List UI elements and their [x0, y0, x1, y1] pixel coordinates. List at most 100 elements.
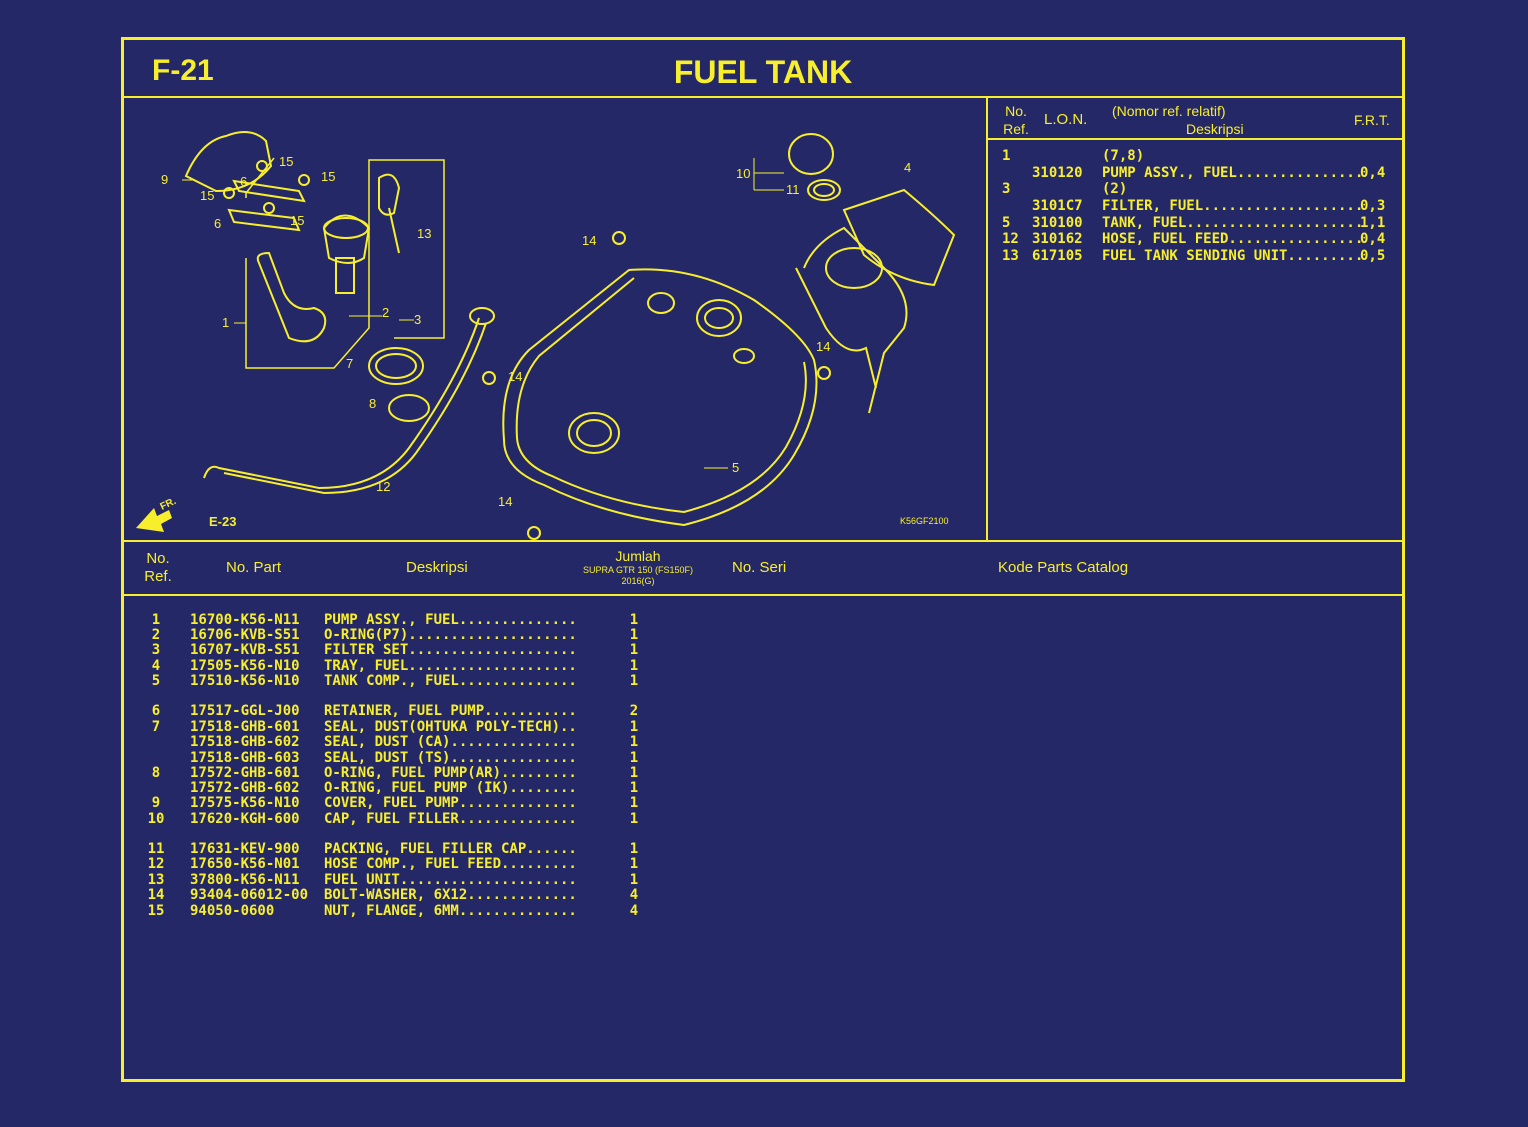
part-description: SEAL, DUST(OHTUKA POLY-TECH).. [324, 719, 577, 735]
part-number: 94050-0600 [190, 903, 275, 919]
part-description: TRAY, FUEL.................... [324, 658, 577, 674]
part-ref: 11 [147, 841, 165, 857]
part-quantity: 4 [629, 887, 639, 903]
part-number: 16707-KVB-S51 [190, 642, 300, 658]
frt-desc: FUEL TANK SENDING UNIT......... [1102, 248, 1364, 264]
frt-lon: 617105 [1032, 248, 1083, 264]
part-quantity: 1 [629, 765, 639, 781]
parts-header-catalog: Kode Parts Catalog [998, 559, 1129, 576]
part-number: 17575-K56-N10 [190, 795, 300, 811]
parts-header-qty-year: 2016(G) [621, 576, 655, 586]
reference-page-label: E-23 [209, 514, 236, 529]
frt-value: 0,4 [1360, 231, 1386, 247]
callout-7: 7 [346, 356, 353, 371]
diagram-divider [986, 96, 988, 540]
title-divider [124, 96, 1402, 98]
part-ref: 4 [151, 658, 161, 674]
callout-6a: 6 [240, 174, 247, 189]
callout-1: 1 [222, 315, 229, 330]
part-description: SEAL, DUST (CA)............... [324, 734, 577, 750]
frt-value: 0,4 [1360, 165, 1386, 181]
frt-desc: PUMP ASSY., FUEL............... [1102, 165, 1364, 181]
callout-15d: 15 [290, 213, 304, 228]
front-arrow-icon [136, 508, 172, 532]
part-ref: 8 [151, 765, 161, 781]
part-quantity: 1 [629, 872, 639, 888]
parts-header-serial: No. Seri [732, 559, 787, 576]
frt-desc: FILTER, FUEL................... [1102, 198, 1364, 214]
part-ref: 1 [151, 612, 161, 628]
parts-header-top-divider [124, 540, 1402, 542]
part-number: 17517-GGL-J00 [190, 703, 300, 719]
part-number: 17510-K56-N10 [190, 673, 300, 689]
part-quantity: 1 [629, 642, 639, 658]
callout-8: 8 [369, 396, 376, 411]
frt-lon: 310120 [1032, 165, 1083, 181]
exploded-parts-diagram: 1 2 3 4 5 6 6 7 8 9 10 11 12 13 14 14 14… [136, 131, 956, 540]
part-description: RETAINER, FUEL PUMP........... [324, 703, 577, 719]
part-ref: 3 [151, 642, 161, 658]
frt-lon: 310100 [1032, 215, 1083, 231]
part-quantity: 4 [629, 903, 639, 919]
part-number: 17505-K56-N10 [190, 658, 300, 674]
part-quantity: 1 [629, 811, 639, 827]
parts-header-qty: Jumlah [615, 548, 661, 564]
part-quantity: 1 [629, 719, 639, 735]
frt-desc: HOSE, FUEL FEED................ [1102, 231, 1364, 247]
frt-header-desc: Deskripsi [1186, 121, 1244, 137]
part-ref: 9 [151, 795, 161, 811]
frt-header-noref: No. Ref. [1003, 103, 1029, 137]
callout-10: 10 [736, 166, 750, 181]
frt-header-divider [986, 138, 1402, 140]
callout-5: 5 [732, 460, 739, 475]
callout-2: 2 [382, 305, 389, 320]
frt-header-note: (Nomor ref. relatif) [1112, 103, 1226, 119]
part-number: 16700-K56-N11 [190, 612, 300, 628]
callout-14b: 14 [508, 369, 522, 384]
part-number: 17518-GHB-601 [190, 719, 300, 735]
frt-lon: 310162 [1032, 231, 1083, 247]
part-description: FILTER SET.................... [324, 642, 577, 658]
part-description: O-RING(P7).................... [324, 627, 577, 643]
callout-4: 4 [904, 160, 911, 175]
part-quantity: 1 [629, 658, 639, 674]
frt-ref: 3 [1002, 181, 1011, 197]
callout-15b: 15 [321, 169, 335, 184]
callout-14a: 14 [582, 233, 596, 248]
part-description: TANK COMP., FUEL.............. [324, 673, 577, 689]
part-quantity: 1 [629, 856, 639, 872]
part-description: O-RING, FUEL PUMP(AR)......... [324, 765, 577, 781]
frt-ref: 13 [1002, 248, 1019, 264]
part-quantity: 1 [629, 750, 639, 766]
part-number: 37800-K56-N11 [190, 872, 300, 888]
frt-value: 0,5 [1360, 248, 1386, 264]
part-number: 17620-KGH-600 [190, 811, 300, 827]
part-description: SEAL, DUST (TS)............... [324, 750, 577, 766]
part-quantity: 1 [629, 673, 639, 689]
frt-desc: (7,8) [1102, 148, 1145, 164]
callout-15a: 15 [279, 154, 293, 169]
frt-header-lon: L.O.N. [1044, 111, 1088, 128]
callout-9: 9 [161, 172, 168, 187]
page-title: FUEL TANK [673, 54, 853, 90]
part-quantity: 1 [629, 841, 639, 857]
part-ref: 12 [147, 856, 165, 872]
part-quantity: 1 [629, 627, 639, 643]
parts-header-bottom-divider [124, 594, 1402, 596]
callout-13: 13 [417, 226, 431, 241]
part-description: NUT, FLANGE, 6MM.............. [324, 903, 577, 919]
catalog-page-frame: F-21 FUEL TANK [121, 37, 1405, 1082]
part-quantity: 2 [629, 703, 639, 719]
part-number: 17650-K56-N01 [190, 856, 300, 872]
part-ref: 6 [151, 703, 161, 719]
frt-ref: 1 [1002, 148, 1011, 164]
frt-value: 1,1 [1360, 215, 1386, 231]
part-ref: 5 [151, 673, 161, 689]
parts-header-partno: No. Part [226, 559, 282, 576]
part-description: O-RING, FUEL PUMP (IK)........ [324, 780, 577, 796]
parts-header-desc: Deskripsi [406, 559, 468, 576]
part-description: CAP, FUEL FILLER.............. [324, 811, 577, 827]
frt-ref: 5 [1002, 215, 1011, 231]
callout-6b: 6 [214, 216, 221, 231]
part-number: 17518-GHB-602 [190, 734, 300, 750]
